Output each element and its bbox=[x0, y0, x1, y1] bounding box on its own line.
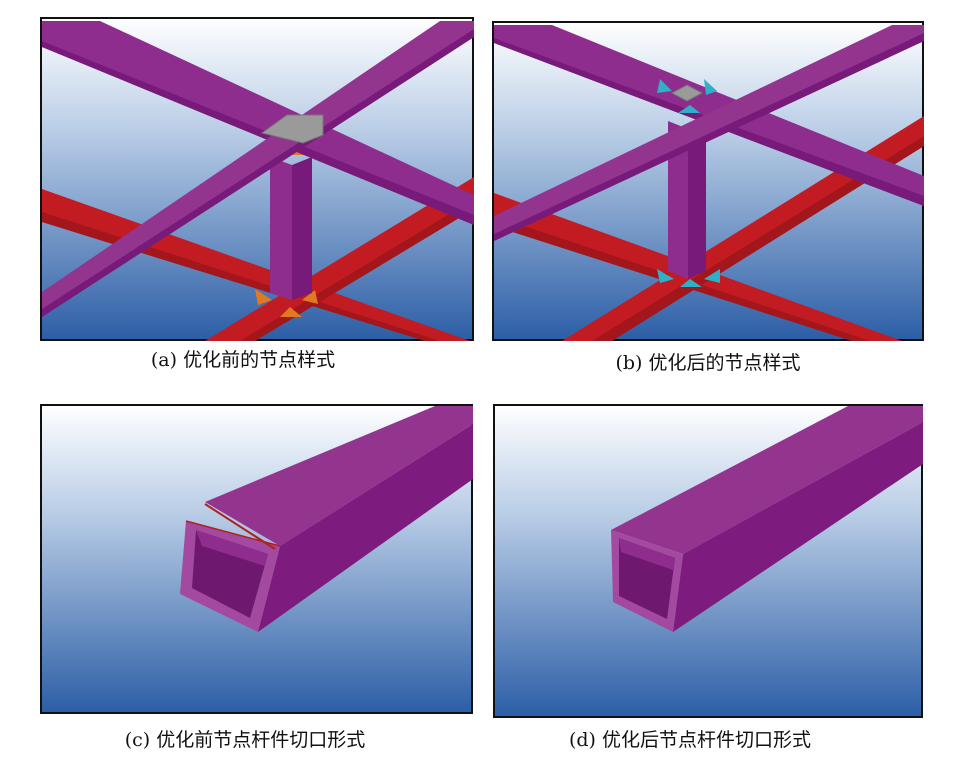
tube-top-face bbox=[205, 406, 473, 546]
tube-side-face bbox=[673, 422, 923, 632]
caption-d: (d) 优化后节点杆件切口形式 bbox=[568, 729, 812, 751]
panel-a-node-before bbox=[40, 17, 474, 341]
node-render-before bbox=[40, 17, 474, 341]
caption-c: (c) 优化前节点杆件切口形式 bbox=[124, 729, 366, 751]
tube-top-face bbox=[611, 406, 923, 554]
column bbox=[270, 157, 292, 300]
node-render-after bbox=[492, 21, 924, 341]
tube-cut-before bbox=[40, 404, 473, 714]
tube-cut-after bbox=[493, 404, 923, 718]
stiffener-icon bbox=[657, 269, 674, 283]
panel-c-cut-before bbox=[40, 404, 473, 714]
panel-d-cut-after bbox=[493, 404, 923, 718]
panel-b-node-after bbox=[492, 21, 924, 341]
caption-a: (a) 优化前的节点样式 bbox=[150, 349, 336, 371]
red-beam-right bbox=[205, 177, 474, 341]
red-beam-right bbox=[562, 116, 924, 341]
stiffener-icon bbox=[255, 289, 272, 305]
caption-b: (b) 优化后的节点样式 bbox=[615, 352, 801, 374]
top-plate bbox=[670, 84, 704, 102]
tube-side-face bbox=[258, 424, 473, 632]
column bbox=[668, 121, 688, 279]
top-plate bbox=[260, 114, 324, 144]
